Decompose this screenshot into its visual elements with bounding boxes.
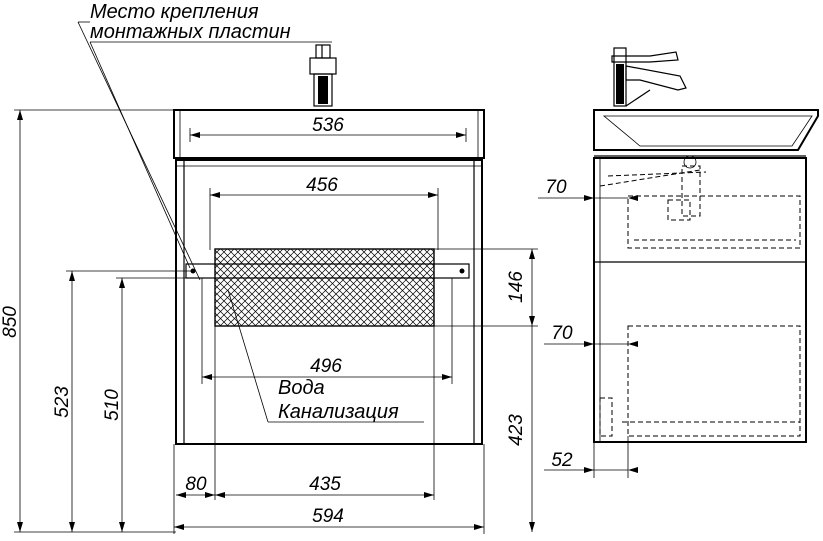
crosshatch-zone [214,248,435,327]
dim-70-mid: 70 [544,323,638,347]
faucet-side-icon [611,47,687,107]
side-view: 70 70 52 [538,47,819,478]
hidden-drawer-lower [599,325,801,437]
dim-850: 850 [0,109,176,533]
dim-850-label: 850 [0,306,21,338]
mount-hole-right [459,268,465,274]
dim-523-label: 523 [52,386,73,418]
dim-423-label: 423 [506,414,527,446]
dim-523: 523 [52,270,193,532]
basin-side [593,109,819,157]
dim-536: 536 [189,115,467,142]
dim-52-label: 52 [551,450,573,471]
sewer-label: Канализация [278,401,399,423]
front-view: 536 456 496 80 [0,1,538,534]
dim-52: 52 [544,436,638,478]
utilities-callout: Вода Канализация [227,289,424,423]
dim-510-label: 510 [102,389,123,421]
dim-594-label: 594 [312,506,344,527]
dim-456-label: 456 [306,175,338,196]
mounting-location-callout: Место крепления монтажных пластин [77,1,332,281]
mounting-label-line1: Место крепления [90,1,259,23]
dim-70-mid-label: 70 [551,323,573,344]
cabinet-side [593,157,807,443]
water-label: Вода [278,377,325,399]
hidden-drawer-upper [599,155,801,249]
dim-146-label: 146 [506,271,527,303]
dim-435-label: 435 [309,474,341,495]
faucet-front-icon [309,44,337,107]
dim-70-top: 70 [538,177,638,201]
mounting-label-line2: монтажных пластин [90,21,291,43]
cabinet-body [175,159,483,445]
dim-146: 146 [434,248,538,327]
dim-80-label: 80 [185,474,207,495]
dim-70-top-label: 70 [545,177,567,198]
basin-top [173,109,485,160]
dim-423: 423 [506,326,535,532]
dim-456: 456 [209,175,439,250]
dim-594: 594 [173,444,485,534]
dim-536-label: 536 [312,115,344,136]
dim-496: 496 [201,278,453,384]
dim-510: 510 [102,277,202,532]
dim-80-435: 80 435 [176,326,435,500]
dim-496-label: 496 [310,356,342,377]
